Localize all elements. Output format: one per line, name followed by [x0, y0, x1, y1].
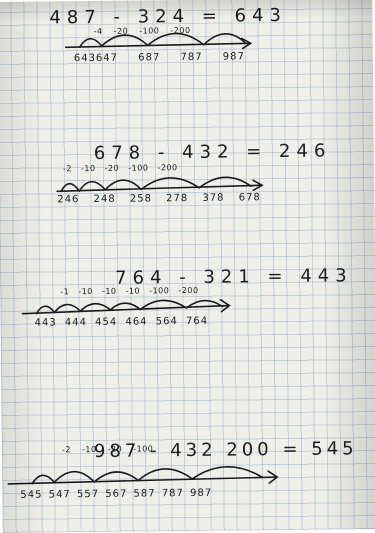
number-line-3	[21, 298, 231, 315]
jump-arcs-2	[60, 176, 252, 193]
number-line-4	[7, 470, 279, 485]
number-line-2	[56, 179, 264, 193]
jump-arcs-1	[78, 32, 247, 48]
number-line-1	[64, 37, 253, 50]
jump-arcs-3	[35, 299, 224, 315]
jump-arcs-4	[31, 466, 264, 485]
